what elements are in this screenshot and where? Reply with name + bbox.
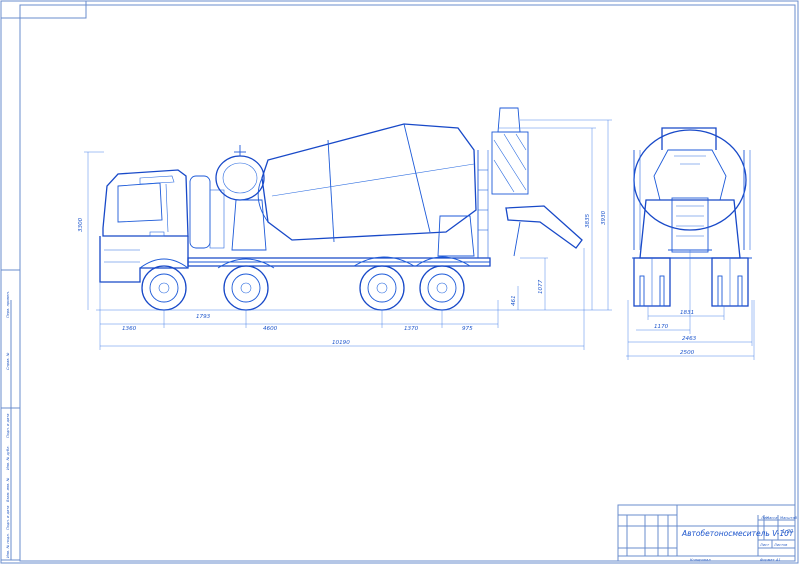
dim-overall-height: 3930 [601,210,607,225]
dim-rear-overhang: 975 [462,326,473,332]
dim-overall-length: 10190 [332,340,350,346]
col-scale: Масштаб [780,516,798,520]
front-view-truck [632,127,752,307]
dim-track-half: 1170 [654,324,669,330]
copied-label: Копировал [690,558,711,562]
dim-cab-height: 3300 [78,217,84,232]
dim-width-wheels: 2463 [682,336,697,342]
rear-wheel-2 [419,265,465,311]
front-wheel-1 [141,265,187,311]
side-view-dimensions: 3300 3835 3930 1077 461 1360 1793 4600 1… [78,119,612,350]
rear-wheel-1 [359,265,405,311]
stamp-first-use: Перв. примен. [6,291,10,318]
format-label: Формат [760,558,775,562]
dim-wheelbase-mid: 4600 [263,326,278,332]
dim-mixer-height: 3835 [585,213,591,228]
format-value: А1 [775,558,781,562]
stamp-sign-date-2: Подп. и дата [6,506,10,530]
stamp-reference: Справ. № [6,352,10,370]
front-wheel-2 [223,265,269,311]
dim-rear-axle-spacing: 1370 [404,326,419,332]
dim-track: 1831 [680,310,694,316]
dim-axle-spacing-front: 1793 [196,314,211,320]
dim-frame-height: 461 [511,295,517,306]
stamp-dup-inv: Инв. № дубл. [6,445,10,470]
side-stamps: Перв. примен. Справ. № Подп. и дата Инв.… [6,291,10,558]
sheets-label: Листов [773,543,787,547]
col-lit: Лит. [760,516,769,520]
dim-overall-width: 2500 [680,350,695,356]
front-view-dimensions: 1831 1170 2463 2500 [626,250,755,360]
stamp-sign-date-1: Подп. и дата [6,414,10,438]
dim-chute-height: 1077 [538,279,544,294]
sheet-label: Лист [759,543,770,547]
stamp-replace-inv: Взам. инв. № [6,477,10,502]
dim-front-overhang: 1360 [122,326,137,332]
col-mass: Масса [766,516,777,520]
title-block: Лит. Масса Масштаб Автобетоносмеситель V… [617,504,798,562]
side-view-truck [99,107,583,311]
scale-value: 1:20 [782,529,793,535]
stamp-orig-inv: Инв. № подл. [6,533,10,558]
drawing-title: Автобетоносмеситель V-10т [681,529,794,538]
